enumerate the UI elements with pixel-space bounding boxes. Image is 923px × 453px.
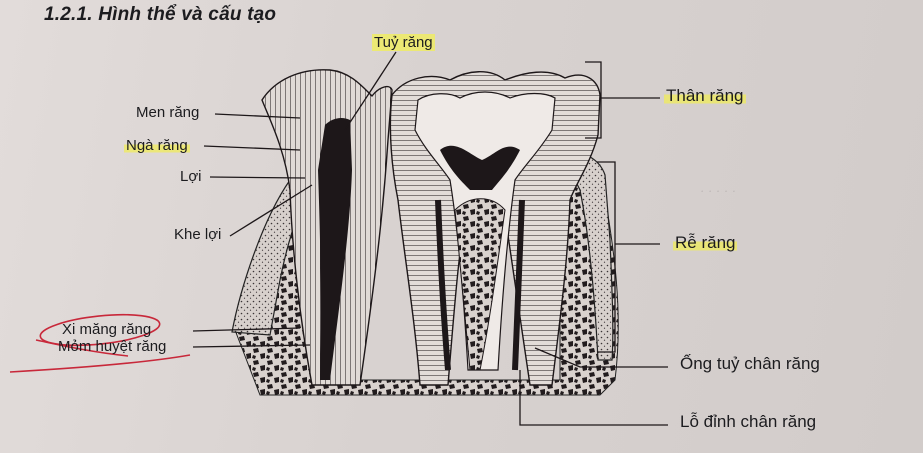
label-nga-rang: Ngà răng: [124, 137, 190, 154]
label-men-rang: Men răng: [136, 104, 200, 121]
label-tuy-rang: Tuỷ răng: [372, 34, 435, 51]
label-ong-tuy-chan-rang: Ống tuỷ chân răng: [680, 354, 820, 373]
label-khe-loi: Khe lợi: [174, 226, 222, 243]
pen-annotations: [9, 313, 191, 373]
label-re-rang: Rễ răng: [673, 233, 738, 252]
leader-lines: [192, 51, 668, 426]
crown-bracket: [585, 61, 660, 139]
root-bracket: [597, 161, 660, 353]
bleed-through-text: · · · · ·: [700, 183, 737, 198]
right-molar: [389, 71, 601, 386]
label-than-rang: Thân răng: [664, 86, 746, 105]
label-xi-mang-rang: Xi măng răng: [62, 321, 152, 338]
left-tooth: [261, 69, 393, 386]
section-heading: 1.2.1. Hình thể và cấu tạo: [44, 4, 277, 25]
label-lo-dinh-chan-rang: Lỗ đỉnh chân răng: [680, 412, 817, 431]
label-loi: Lợi: [180, 168, 202, 185]
label-mom-huyet-rang: Mỏm huyệt răng: [58, 338, 167, 355]
